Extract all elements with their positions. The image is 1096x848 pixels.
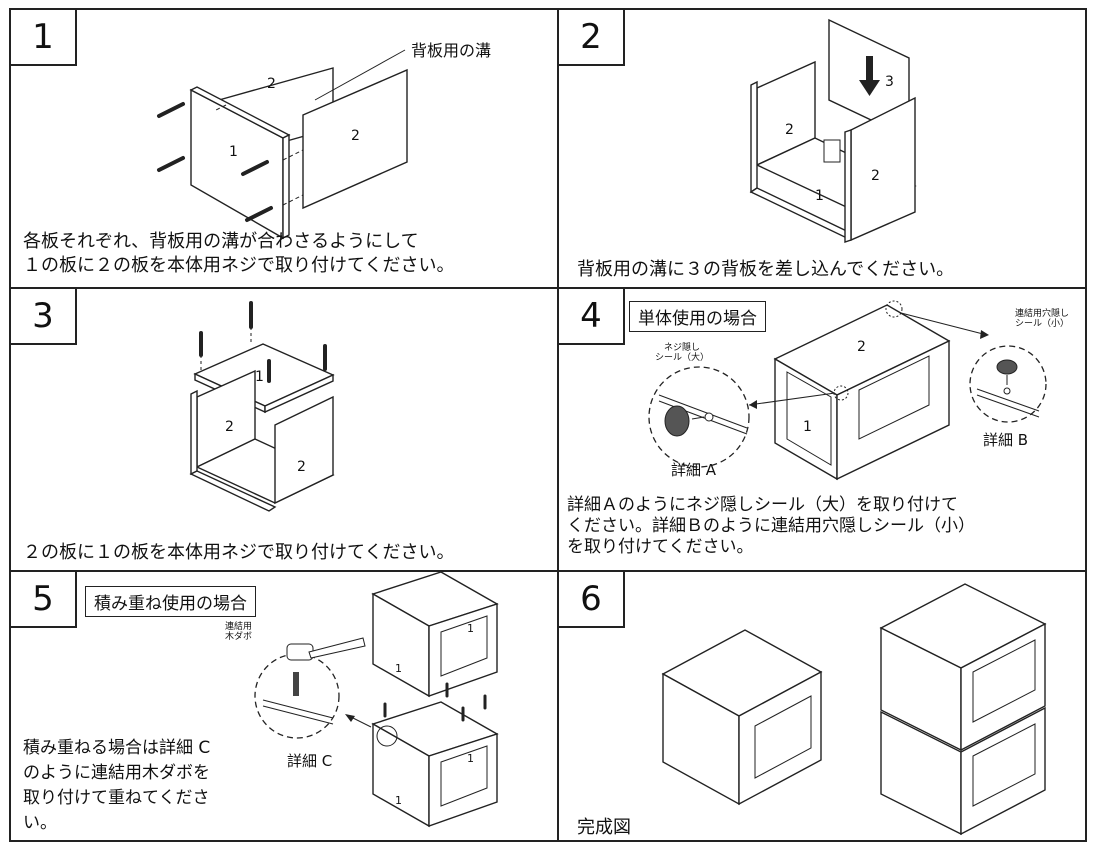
step-6-caption: 完成図	[577, 817, 631, 838]
part-label: 2	[267, 76, 276, 92]
screw-icon	[157, 102, 273, 222]
step-number: 2	[559, 10, 625, 66]
step-number: 6	[559, 572, 625, 628]
step-1-panel: 1 2 1 2 背板用の溝	[9, 8, 559, 289]
step-2-illustration	[749, 18, 917, 243]
part-label: 1	[395, 662, 402, 675]
step-5-illustration	[254, 572, 499, 828]
step-4-panel: 4 単体使用の場合	[557, 287, 1087, 572]
dowel-icon	[293, 672, 299, 696]
detail-a-label: 詳細 A	[671, 461, 717, 479]
step-6-illustration	[661, 583, 1047, 836]
step-2-caption: 背板用の溝に３の背板を差し込んでください。	[577, 259, 955, 280]
step-2-panel: 2 2 3 2 1 背板用の溝に３の背板を差し込んでください。	[557, 8, 1087, 289]
part-label: 2	[785, 122, 794, 138]
detail-b-label: 詳細 B	[983, 431, 1029, 449]
seal-large-label: ネジ隠し シール（大）	[655, 343, 710, 363]
seal-small-label: 連結用穴隠し シール（小）	[1015, 309, 1070, 329]
step-number: 4	[559, 289, 625, 345]
step-6-panel: 6 完成図	[557, 570, 1087, 842]
step-number: 1	[11, 10, 77, 66]
part-label: 1	[467, 622, 474, 635]
part-label: 1	[803, 419, 812, 435]
detail-c-label: 詳細 C	[287, 752, 333, 770]
single-use-heading: 単体使用の場合	[629, 301, 766, 332]
step-4-caption: 詳細Ａのようにネジ隠しシール（大）を取り付けて ください。詳細Ｂのように連結用穴…	[567, 495, 975, 557]
dowel-label: 連結用 木ダボ	[225, 622, 253, 642]
step-1-caption: 各板それぞれ、背板用の溝が合わさるようにして １の板に２の板を本体用ネジで取り付…	[23, 231, 455, 276]
part-label: 2	[857, 339, 866, 355]
step-number: 3	[11, 289, 77, 345]
part-label: 3	[885, 74, 894, 90]
part-label: 1	[255, 369, 264, 385]
screw-icon	[199, 301, 327, 383]
part-label: 2	[297, 459, 306, 475]
step-number: 5	[11, 572, 77, 628]
step-5-caption: 積み重ねる場合は詳細 C のように連結用木ダボを 取り付けて重ねてくださ い。	[23, 738, 211, 833]
part-label: 1	[815, 188, 824, 204]
hammer-icon	[286, 637, 366, 661]
step-3-panel: 3 1 2 2 ２の板に１の板を本体用ネジで取り	[9, 287, 559, 572]
step-5-panel: 5 積み重ね使用の場合	[9, 570, 559, 842]
step-3-caption: ２の板に１の板を本体用ネジで取り付けてください。	[23, 542, 455, 563]
part-label: 1	[229, 144, 238, 160]
step-4-illustration	[648, 300, 1047, 481]
arrow-down-icon	[859, 56, 880, 96]
groove-label: 背板用の溝	[411, 41, 492, 60]
part-label: 1	[467, 752, 474, 765]
part-label: 2	[225, 419, 234, 435]
step-3-illustration	[189, 301, 335, 512]
step-1-illustration	[157, 49, 408, 240]
part-label: 2	[871, 168, 880, 184]
part-label: 1	[395, 794, 402, 807]
part-label: 2	[351, 128, 360, 144]
stacked-use-heading: 積み重ね使用の場合	[85, 586, 256, 617]
